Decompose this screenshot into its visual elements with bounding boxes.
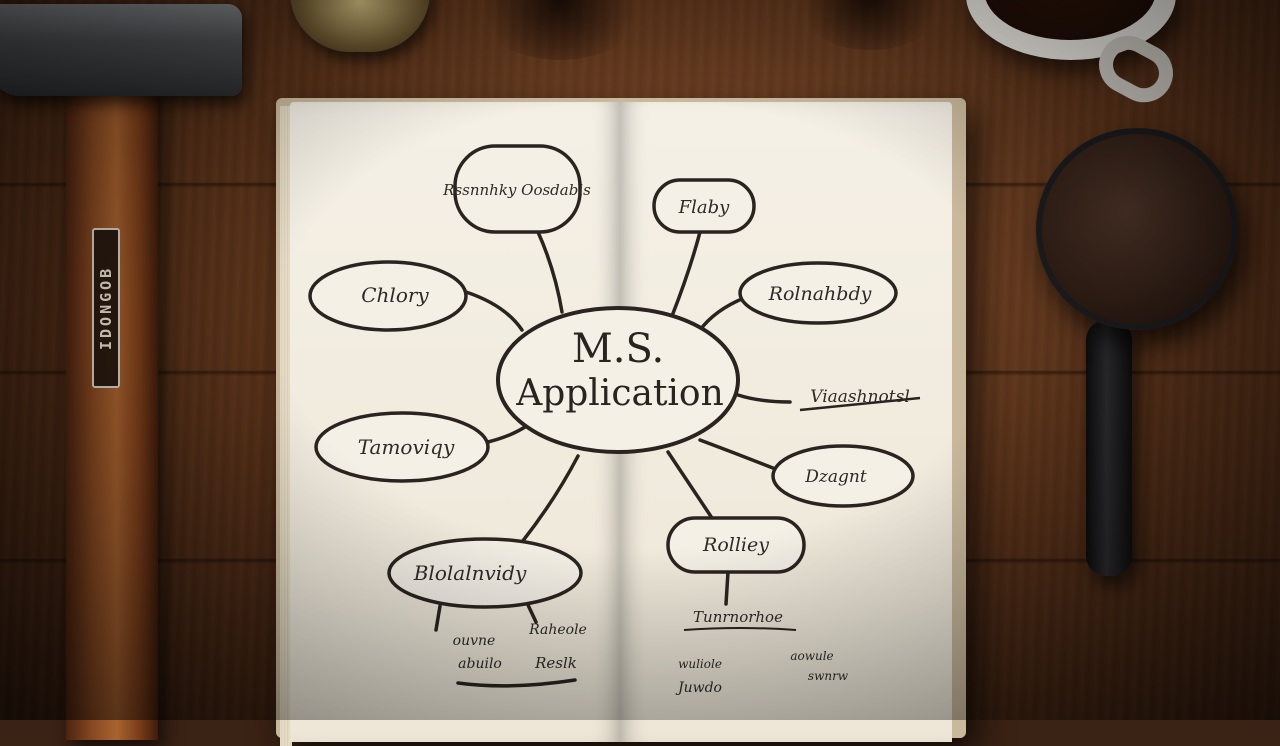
node-label: Chlory — [361, 283, 429, 307]
node-label: Rolliey — [702, 534, 769, 556]
node-label: Tamoviqy — [358, 435, 455, 459]
scribble-text: wuliole — [678, 657, 722, 671]
node-top-right: Flaby — [652, 178, 756, 234]
connector — [486, 423, 530, 444]
connector — [724, 570, 730, 606]
scribble-text: swnrw — [808, 669, 849, 683]
connector — [434, 604, 442, 632]
node-bottom-left: Blolalnvidy — [387, 537, 583, 609]
scribble-text: Reslk — [534, 654, 577, 672]
node-label: Dzagnt — [804, 467, 867, 487]
node-label: Blolalnvidy — [413, 561, 527, 585]
connector — [526, 603, 538, 624]
connector — [698, 296, 746, 332]
scribble-text: Juwdo — [675, 680, 722, 696]
connector — [666, 450, 714, 520]
connector — [456, 678, 577, 688]
node-top-left: Rssnnhky Oosdabis — [442, 144, 591, 234]
connector — [536, 230, 564, 314]
node-label: Flaby — [678, 197, 731, 218]
connector — [520, 454, 580, 544]
node-bottom-right: Rolliey — [666, 516, 806, 574]
connector — [464, 290, 524, 332]
scribbles-bottom-left: ouvne Raheole abuilo Reslk — [453, 622, 587, 672]
node-right-lower: Dzagnt — [771, 444, 915, 508]
center-node-line2: Application — [515, 373, 724, 414]
mind-map: M.S. Application Rssnnhky Oosdabis Flaby… — [308, 144, 921, 696]
scribble-text: abuilo — [458, 656, 502, 672]
center-node-line1: M.S. — [572, 326, 664, 372]
center-node: M.S. Application — [496, 306, 740, 454]
node-label: Rolnahbdy — [768, 283, 872, 305]
node-right-upper: Rolnahbdy — [738, 261, 898, 325]
connector — [736, 393, 792, 404]
node-right-middle: Viaashnotsl — [799, 387, 921, 412]
scribble-text: aowule — [790, 649, 833, 663]
connector — [670, 230, 702, 318]
scribbles-bottom-right: Tunrnorhoe wuliole aowule Juwdo swnrw — [675, 608, 849, 696]
scribble-text: ouvne — [453, 633, 496, 649]
node-label: Rssnnhky Oosdabis — [442, 181, 591, 199]
scribble-text: Raheole — [528, 622, 587, 638]
node-left-lower: Tamoviqy — [314, 411, 490, 483]
scribble-text: Tunrnorhoe — [693, 608, 783, 626]
connector — [698, 438, 780, 472]
node-left-upper: Chlory — [308, 260, 468, 332]
